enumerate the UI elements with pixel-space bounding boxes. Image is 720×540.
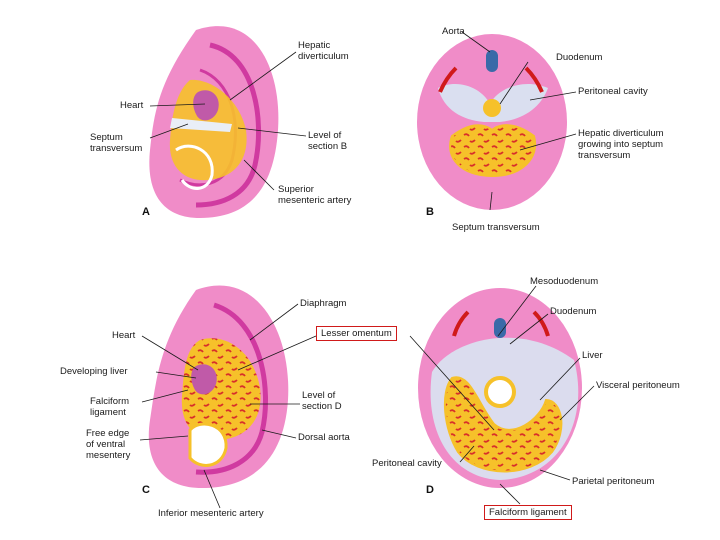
embryo-a-heart: [193, 90, 219, 121]
label-b-septum-transversum: Septum transversum: [452, 222, 540, 233]
label-b-hepatic-diverticulum-growing: Hepatic diverticulum growing into septum…: [578, 128, 664, 161]
section-d: [418, 288, 582, 488]
embryo-c-gut-loop: [188, 422, 228, 467]
section-b-duodenum: [483, 99, 501, 117]
label-d-liver: Liver: [582, 350, 603, 361]
label-a-heart: Heart: [120, 100, 144, 111]
label-a-level-of-section-b: Level of section B: [308, 130, 348, 152]
label-a-superior-mesenteric-artery: Superior mesenteric artery: [278, 184, 352, 206]
label-d-visceral-peritoneum: Visceral peritoneum: [596, 380, 680, 391]
label-a-septum-transversum: Septum transversum: [90, 132, 143, 154]
panel-letter-d: D: [426, 484, 434, 496]
embryo-c: [148, 285, 289, 488]
panel-letter-c: C: [142, 484, 150, 496]
label-c-level-of-section-d: Level of section D: [302, 390, 342, 412]
embryo-c-heart: [191, 364, 217, 395]
label-d-parietal-peritoneum: Parietal peritoneum: [572, 476, 655, 487]
label-c-developing-liver: Developing liver: [60, 366, 128, 377]
label-c-free-edge: Free edge of ventral mesentery: [86, 428, 131, 461]
section-b-red-arc-left: [438, 66, 458, 93]
label-c-diaphragm: Diaphragm: [300, 298, 347, 309]
label-c-inferior-mesenteric-artery: Inferior mesenteric artery: [158, 508, 264, 519]
label-b-peritoneal-cavity: Peritoneal cavity: [578, 86, 648, 97]
label-d-falciform-ligament: Falciform ligament: [484, 505, 572, 520]
label-b-aorta: Aorta: [442, 26, 465, 37]
section-d-red-arc-right: [532, 310, 550, 337]
section-b-aorta: [486, 50, 498, 72]
leader-lines: [139, 31, 595, 509]
label-c-falciform-ligament: Falciform ligament: [90, 396, 130, 418]
section-d-duodenum: [484, 376, 516, 408]
embryo-c-liver: [181, 338, 261, 441]
section-b: [417, 34, 567, 210]
embryo-c-neural-tube: [195, 302, 269, 475]
section-b-red-arc-right: [524, 66, 544, 93]
label-d-mesoduodenum: Mesoduodenum: [530, 276, 599, 287]
section-d-liver: [443, 376, 563, 473]
label-c-lesser-omentum: Lesser omentum: [316, 326, 397, 341]
section-d-red-arc-left: [452, 310, 470, 337]
embryo-a-septum: [170, 118, 232, 132]
embryo-a-tail-loop: [175, 144, 214, 190]
section-d-aorta: [494, 318, 506, 338]
panel-letter-a: A: [142, 206, 150, 218]
embryo-a: [149, 26, 279, 219]
embryo-a-neural-tube: [195, 42, 262, 208]
label-c-dorsal-aorta: Dorsal aorta: [298, 432, 350, 443]
panel-letter-b: B: [426, 206, 434, 218]
label-a-hepatic-diverticulum: Hepatic diverticulum: [298, 40, 349, 62]
label-c-heart: Heart: [112, 330, 136, 341]
label-b-duodenum: Duodenum: [556, 52, 603, 63]
label-d-duodenum: Duodenum: [550, 306, 597, 317]
section-b-hepatic-diverticulum: [449, 124, 537, 178]
label-d-peritoneal-cavity: Peritoneal cavity: [372, 458, 442, 469]
